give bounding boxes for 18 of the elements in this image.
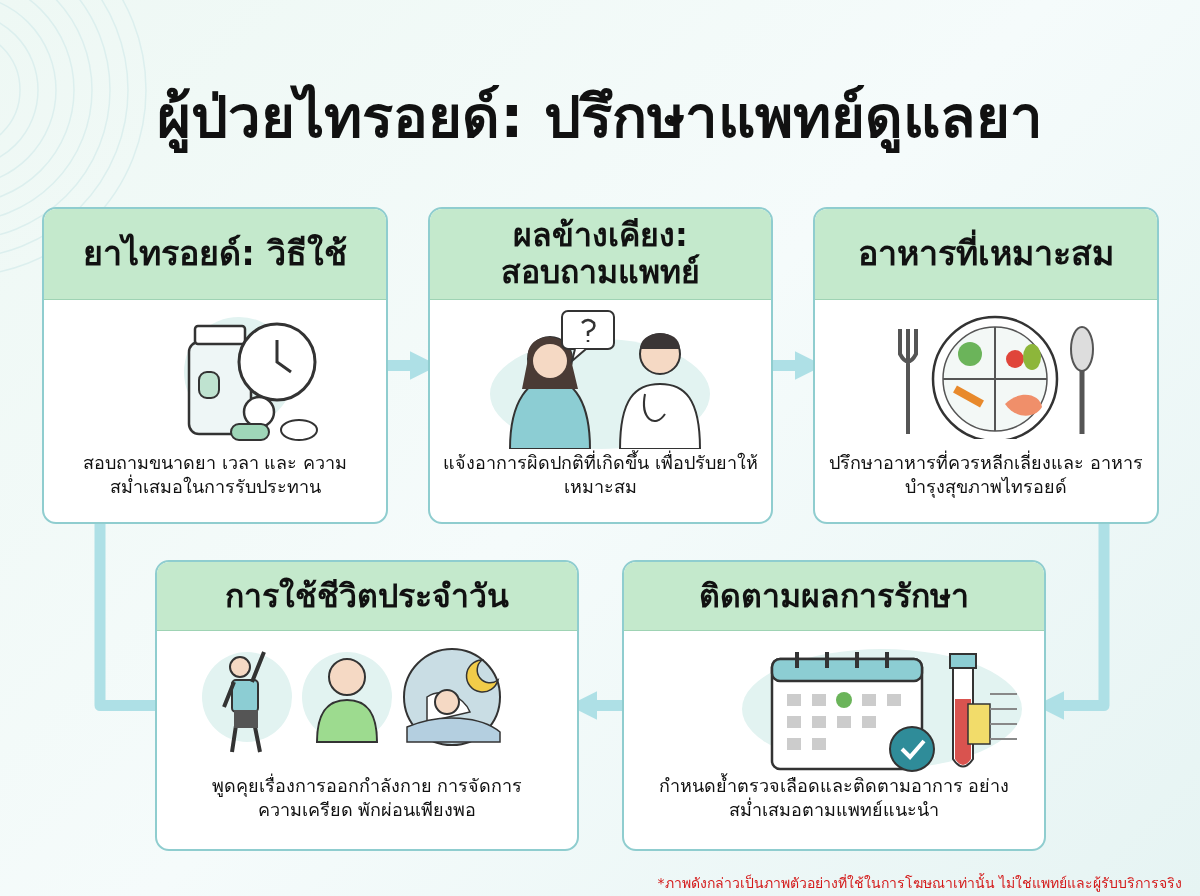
heading-band: ยาไทรอยด์: วิธีใช้ <box>44 209 386 300</box>
heading-band: ติดตามผลการรักษา <box>624 562 1044 631</box>
connector-line <box>94 524 155 711</box>
step-card <box>155 560 579 851</box>
heading-band: ผลข้างเคียง: สอบถามแพทย์ <box>430 209 771 300</box>
card-description: พูดคุยเรื่องการออกกำลังกาย การจัดการความเครียด พักผ่อนเพียงพอ <box>210 774 524 823</box>
heading-band: อาหารที่เหมาะสม <box>815 209 1157 300</box>
card-description: สอบถามขนาดยา เวลา และ ความสม่ำเสมอในการรับประทาน <box>81 451 349 500</box>
heading-band: การใช้ชีวิตประจำวัน <box>157 562 577 631</box>
step-card <box>428 207 773 524</box>
disclaimer-note: *ภาพดังกล่าวเป็นภาพตัวอย่างที่ใช้ในการโฆษณาเท่านั้น ไม่ใช่แพทย์และผู้รับบริการจริง <box>657 872 1182 894</box>
card-description: กำหนดย้ำตรวจเลือดและติดตามอาการ อย่างสม่ำเสมอตามแพทย์แนะนำ <box>657 774 1011 823</box>
step-card <box>813 207 1159 524</box>
card-description: แจ้งอาการผิดปกติที่เกิดขึ้น เพื่อปรับยาให้เหมาะสม <box>443 451 758 500</box>
title: ผู้ป่วยไทรอยด์: ปรึกษาแพทย์ดูแลยา <box>157 82 1043 155</box>
card-description: ปรึกษาอาหารที่ควรหลีกเลี่ยงและ อาหารบำรุงสุขภาพไทรอยด์ <box>828 451 1144 500</box>
step-card <box>622 560 1046 851</box>
step-card <box>42 207 388 524</box>
